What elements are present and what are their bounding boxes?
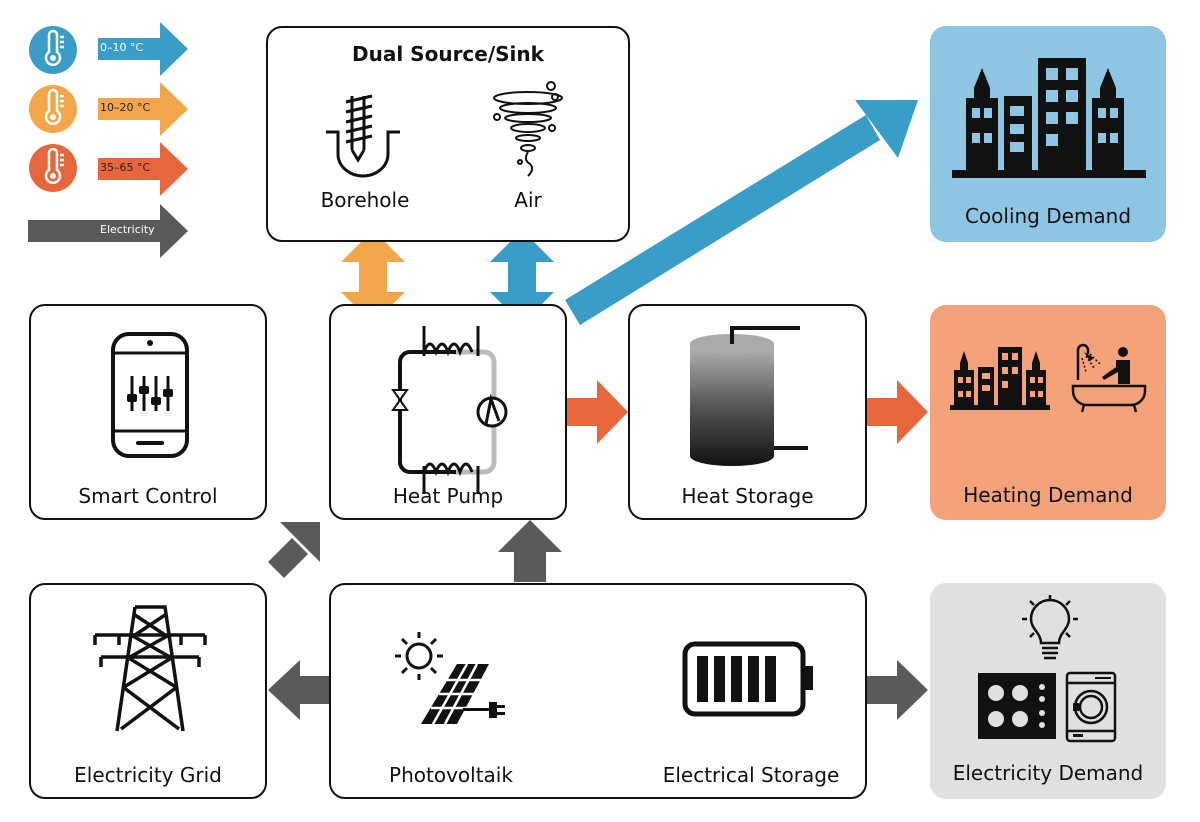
smart-control-box[interactable]: Smart Control [29,304,267,520]
flow-arrow-heatpump-storage [567,380,628,444]
pv-storage-box[interactable]: Photovoltaik Electrical Storage [329,583,867,799]
air-tornado-icon [493,81,563,177]
solar-panel-icon [395,632,505,725]
city-buildings-icon [950,347,1050,410]
legend-label: 10–20 °C [100,101,151,114]
flow-arrow-storage-heating [867,380,928,444]
flow-arrow-borehole-heatpump [341,230,405,324]
borehole-icon [326,94,400,178]
thermometer-icon [29,144,77,192]
smartphone-control-icon [111,332,189,458]
legend-label: Electricity [100,223,155,236]
dual-source-sink-box[interactable]: Dual Source/Sink Borehole Air [266,26,630,242]
flow-arrow-pv-grid [268,660,329,720]
heat-pump-box[interactable]: Heat Pump [329,304,567,520]
battery-icon [682,641,813,717]
legend-label: 0–10 °C [100,41,144,54]
legend-arrow-hot [98,142,188,196]
heat-storage-label: Heat Storage [681,484,814,508]
photovoltaik-label: Photovoltaik [389,763,513,787]
legend-label: 35–65 °C [100,161,151,174]
city-buildings-icon [952,58,1146,178]
light-bulb-icon [1022,595,1078,660]
electrical-storage-label: Electrical Storage [662,763,840,787]
electricity-demand-box[interactable]: Electricity Demand [930,583,1166,799]
flow-arrow-heatpump-cooling [565,100,918,325]
electricity-grid-label: Electricity Grid [74,763,222,787]
smart-control-label: Smart Control [78,484,218,508]
storage-tank-icon [690,326,808,466]
power-pylon-icon [93,605,207,732]
shower-bathtub-icon [1071,343,1147,413]
heat-storage-box[interactable]: Heat Storage [628,304,867,520]
flow-arrow-pv-heatpump [498,520,562,582]
flow-arrow-grid-heatpump [268,522,320,578]
electricity-demand-label: Electricity Demand [952,761,1144,785]
washing-machine-icon [1065,671,1117,743]
heat-pump-label: Heat Pump [392,484,504,508]
electricity-grid-box[interactable]: Electricity Grid [29,583,267,799]
thermometer-icon [29,26,77,74]
thermometer-icon [29,85,77,133]
cooling-demand-label: Cooling Demand [964,204,1132,228]
legend-arrow-electricity [28,204,188,258]
legend-arrow-medium [98,82,188,136]
dual-source-title: Dual Source/Sink [352,42,544,66]
flow-arrow-pv-demand [867,660,928,720]
air-label: Air [514,188,542,212]
cooktop-icon [978,673,1056,739]
flow-arrow-air-heatpump [490,230,554,324]
borehole-label: Borehole [320,188,410,212]
cooling-demand-box[interactable]: Cooling Demand [930,26,1166,242]
heating-demand-box[interactable]: Heating Demand [930,305,1166,520]
heating-demand-label: Heating Demand [963,483,1133,507]
heat-pump-cycle-icon [391,326,508,494]
legend-arrow-cold [98,22,188,76]
